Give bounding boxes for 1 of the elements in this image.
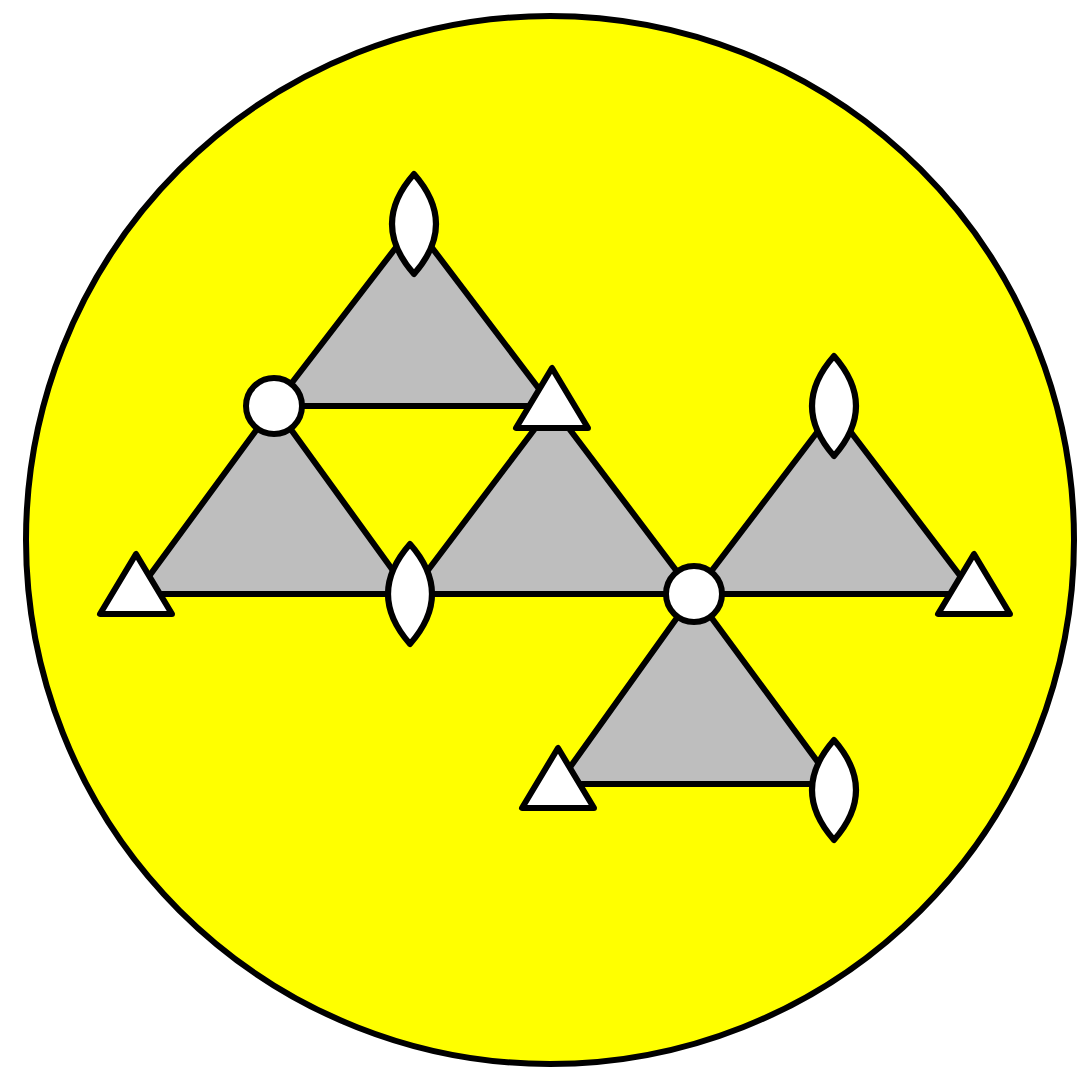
symmetry-pattern-drawing (23, 13, 1077, 1067)
